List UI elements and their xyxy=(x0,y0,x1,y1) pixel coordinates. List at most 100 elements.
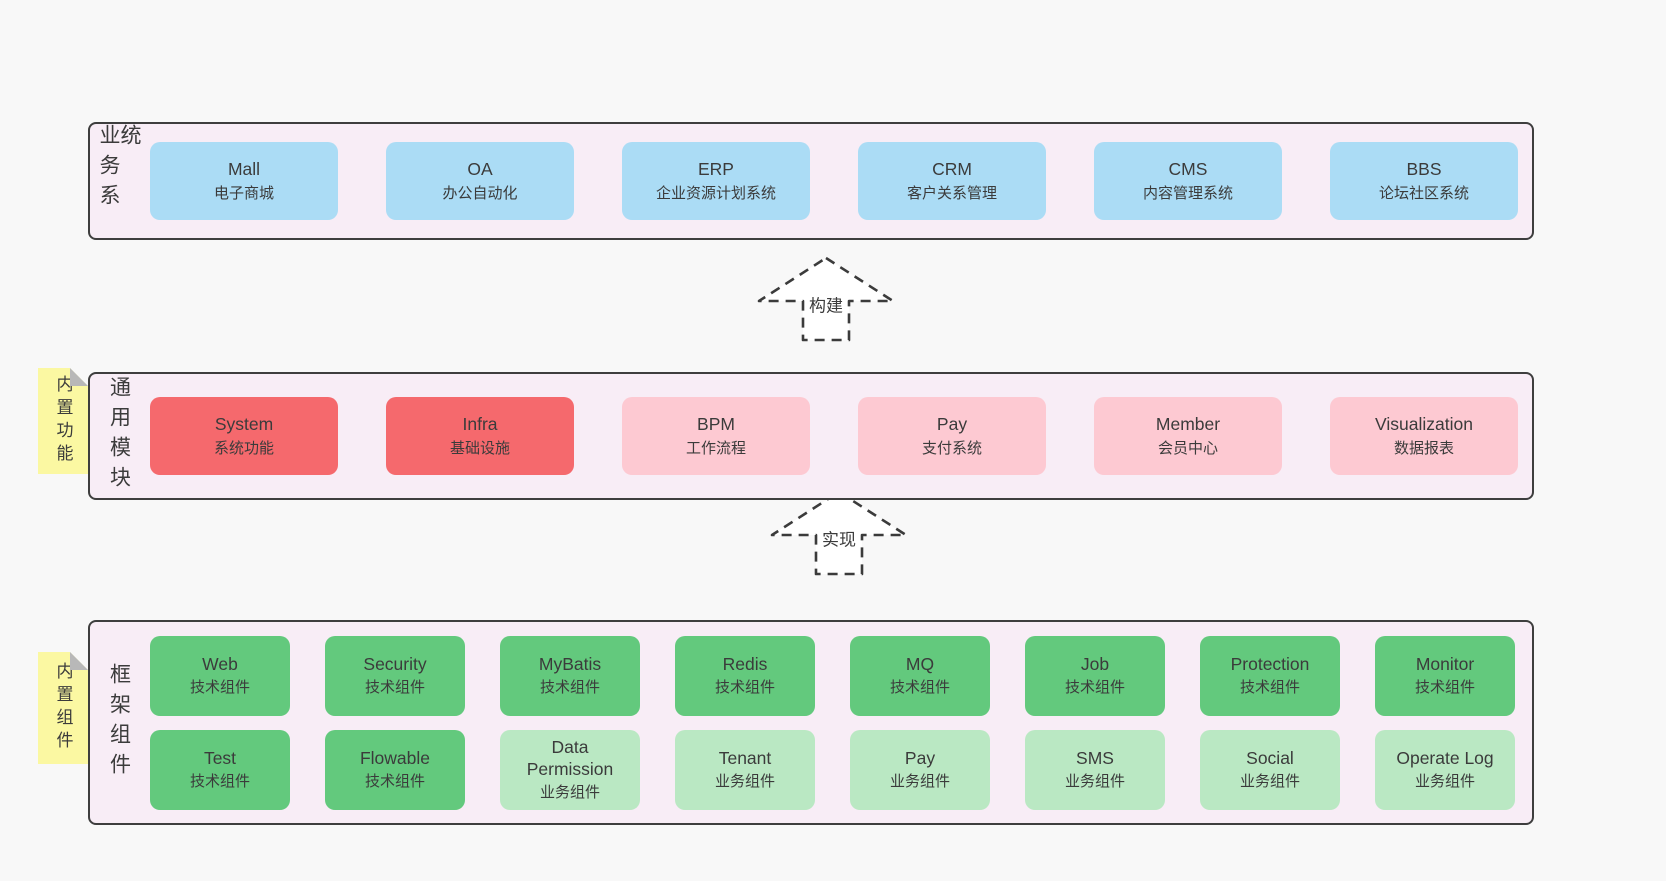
box-test: Test 技术组件 xyxy=(150,729,290,810)
box-name: Monitor xyxy=(1415,653,1475,674)
box-crm: CRM 客户关系管理 xyxy=(858,142,1046,220)
box-desc: 电子商城 xyxy=(213,184,274,202)
box-desc: 技术组件 xyxy=(189,679,250,697)
box-name: Tenant xyxy=(718,747,772,768)
box-name: MQ xyxy=(905,653,935,674)
box-monitor: Monitor 技术组件 xyxy=(1375,635,1515,716)
box-name: CMS xyxy=(1168,159,1208,180)
box-protection: Protection 技术组件 xyxy=(1200,635,1340,716)
box-name: Social xyxy=(1246,747,1294,768)
box-name: SMS xyxy=(1076,747,1114,768)
box-desc: 业务组件 xyxy=(1414,773,1475,791)
sticky-note-label: 内置功能 xyxy=(53,375,73,467)
box-name: Job xyxy=(1080,653,1110,674)
box-name: OA xyxy=(467,159,493,180)
box-desc: 业务组件 xyxy=(539,783,600,801)
box-desc: 数据报表 xyxy=(1393,439,1454,457)
box-desc: 技术组件 xyxy=(539,679,600,697)
sticky-note-label: 内置组件 xyxy=(53,662,73,754)
box-desc: 技术组件 xyxy=(1064,679,1125,697)
box-desc: 技术组件 xyxy=(364,679,425,697)
box-desc: 业务组件 xyxy=(714,773,775,791)
box-desc: 基础设施 xyxy=(449,439,510,457)
box-mq: MQ 技术组件 xyxy=(850,635,990,716)
layer-label-components: 框架组件 xyxy=(107,662,131,783)
box-name: Protection xyxy=(1230,653,1310,674)
box-desc: 技术组件 xyxy=(714,679,775,697)
box-name: CRM xyxy=(932,159,972,180)
box-desc: 技术组件 xyxy=(1414,679,1475,697)
box-desc: 内容管理系统 xyxy=(1142,184,1233,202)
box-redis: Redis 技术组件 xyxy=(675,635,815,716)
box-operate-log: Operate Log 业务组件 xyxy=(1375,729,1515,810)
box-desc: 系统功能 xyxy=(213,439,274,457)
box-desc: 客户关系管理 xyxy=(906,184,997,202)
box-tenant: Tenant 业务组件 xyxy=(675,729,815,810)
box-desc: 技术组件 xyxy=(1239,679,1300,697)
layer-business-systems: 业务系统 Mall 电子商城 OA 办公自动化 ERP 企业资源计划系统 CRM 客户关系管理… xyxy=(88,122,1534,240)
box-desc: 办公自动化 xyxy=(442,184,518,202)
box-name: Pay xyxy=(936,414,968,435)
box-name: Pay xyxy=(904,747,936,768)
box-job: Job 技术组件 xyxy=(1025,635,1165,716)
box-name: Visualization xyxy=(1375,414,1473,435)
box-data-permission: Data Permission 业务组件 xyxy=(500,729,640,810)
box-name: System xyxy=(214,414,274,435)
layer-label-modules: 通用模块 xyxy=(107,376,131,496)
box-name: Test xyxy=(203,747,237,768)
module-boxes: System 系统功能 Infra 基础设施 BPM 工作流程 Pay 支付系统 Member 会… xyxy=(148,374,1536,498)
sticky-note-builtin-components: 内置组件 xyxy=(38,652,88,764)
box-pay: Pay 支付系统 xyxy=(858,397,1046,475)
box-desc: 企业资源计划系统 xyxy=(655,184,776,202)
layer-label-business: 业务系统 xyxy=(97,124,141,214)
box-name: Web xyxy=(202,653,238,674)
box-name: Member xyxy=(1155,414,1221,435)
box-infra: Infra 基础设施 xyxy=(386,397,574,475)
box-social: Social 业务组件 xyxy=(1200,729,1340,810)
box-cms: CMS 内容管理系统 xyxy=(1094,142,1282,220)
box-name: Operate Log xyxy=(1396,747,1494,768)
box-desc: 技术组件 xyxy=(364,773,425,791)
box-member: Member 会员中心 xyxy=(1094,397,1282,475)
box-desc: 会员中心 xyxy=(1157,439,1218,457)
box-sms: SMS 业务组件 xyxy=(1025,729,1165,810)
implement-arrow: 实现 xyxy=(769,489,909,577)
sticky-note-builtin-features: 内置功能 xyxy=(38,368,88,474)
box-name: Security xyxy=(363,653,427,674)
box-visualization: Visualization 数据报表 xyxy=(1330,397,1518,475)
box-desc: 技术组件 xyxy=(189,773,250,791)
box-erp: ERP 企业资源计划系统 xyxy=(622,142,810,220)
box-name: ERP xyxy=(698,159,734,180)
box-name: Redis xyxy=(722,653,768,674)
box-mybatis: MyBatis 技术组件 xyxy=(500,635,640,716)
box-mall: Mall 电子商城 xyxy=(150,142,338,220)
box-name: Data Permission xyxy=(526,737,614,779)
box-desc: 支付系统 xyxy=(921,439,982,457)
build-arrow-label: 构建 xyxy=(806,290,846,318)
box-security: Security 技术组件 xyxy=(325,635,465,716)
business-boxes: Mall 电子商城 OA 办公自动化 ERP 企业资源计划系统 CRM 客户关系管理 CMS 内容… xyxy=(148,124,1536,238)
box-flowable: Flowable 技术组件 xyxy=(325,729,465,810)
box-name: Mall xyxy=(227,159,261,180)
box-bpm: BPM 工作流程 xyxy=(622,397,810,475)
box-desc: 技术组件 xyxy=(889,679,950,697)
box-desc: 工作流程 xyxy=(685,439,746,457)
box-desc: 业务组件 xyxy=(889,773,950,791)
box-desc: 业务组件 xyxy=(1064,773,1125,791)
box-desc: 业务组件 xyxy=(1239,773,1300,791)
box-pay: Pay 业务组件 xyxy=(850,729,990,810)
box-desc: 论坛社区系统 xyxy=(1378,184,1469,202)
box-name: Flowable xyxy=(359,747,431,768)
box-name: Infra xyxy=(462,414,498,435)
implement-arrow-label: 实现 xyxy=(819,524,859,552)
build-arrow: 构建 xyxy=(756,255,896,343)
layer-common-modules: 通用模块 System 系统功能 Infra 基础设施 BPM 工作流程 Pay 支付系统 Me… xyxy=(88,372,1534,500)
box-name: MyBatis xyxy=(538,653,602,674)
box-name: BPM xyxy=(697,414,735,435)
